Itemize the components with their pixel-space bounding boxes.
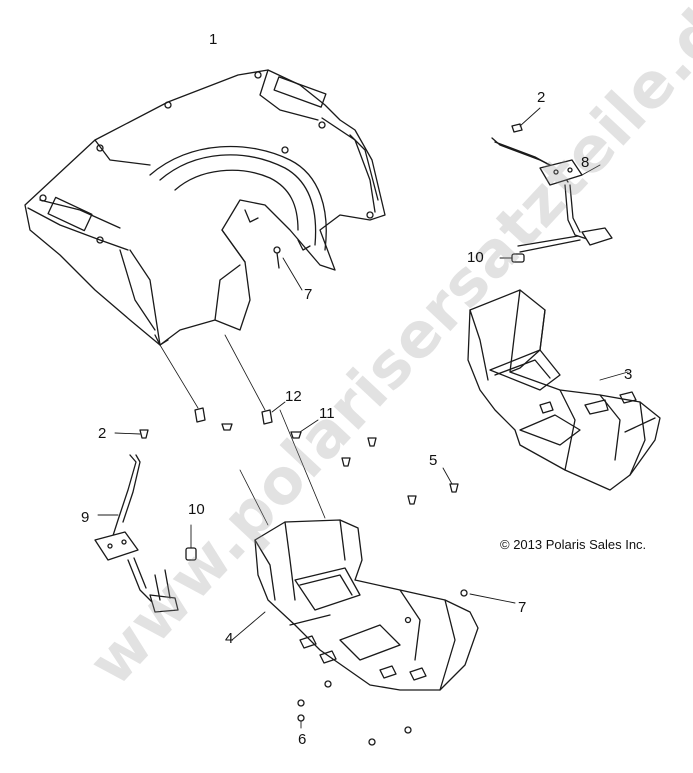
screws-part-5	[341, 437, 459, 505]
part-label-2-lower: 2	[98, 425, 107, 442]
screw-part-2-upper	[511, 107, 541, 133]
part-label-12: 12	[285, 388, 302, 405]
bolt-part-7-upper	[273, 246, 303, 291]
fastener-part-11	[221, 419, 319, 439]
part-label-7-lower: 7	[518, 599, 527, 616]
footwell-part-3	[467, 289, 661, 491]
screw-part-2-lower	[114, 429, 149, 439]
spacer-part-10-lower	[185, 524, 197, 561]
part-label-3: 3	[624, 366, 633, 383]
part-label-5: 5	[429, 452, 438, 469]
part-label-6: 6	[298, 731, 307, 748]
rear-fender-part-1	[24, 69, 386, 346]
copyright-notice: © 2013 Polaris Sales Inc.	[500, 537, 647, 552]
nuts-part-6	[297, 680, 412, 746]
footwell-part-4	[231, 409, 479, 691]
part-label-1: 1	[209, 31, 218, 48]
part-label-4: 4	[225, 630, 234, 647]
part-label-7-upper: 7	[304, 286, 313, 303]
bracket-part-9	[94, 454, 179, 613]
part-label-2-upper: 2	[537, 89, 546, 106]
part-label-10-lower: 10	[188, 501, 205, 518]
bracket-part-8	[491, 137, 613, 253]
part-label-11: 11	[319, 405, 335, 422]
spacer-part-10-upper	[499, 253, 525, 263]
part-label-10-upper: 10	[467, 249, 484, 266]
part-label-8: 8	[581, 154, 590, 171]
bolt-part-7-lower	[404, 589, 516, 624]
clip-part-12	[159, 334, 286, 425]
part-label-9: 9	[81, 509, 90, 526]
